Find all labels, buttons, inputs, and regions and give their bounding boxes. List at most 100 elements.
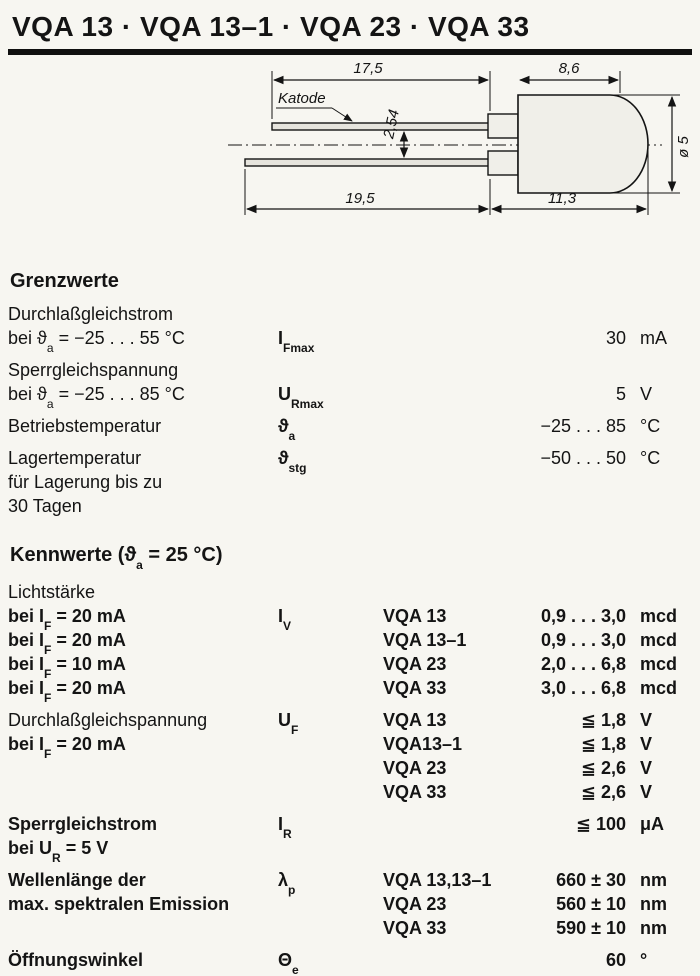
value: ≦ 1,8 [580,734,626,754]
unit-cell: mA [626,302,692,350]
dim-label-19-5: 19,5 [345,190,375,207]
cond-symbol: I [39,606,45,626]
symbol: ϑa [278,414,383,442]
model: VQA 13–1 [383,630,467,650]
section-heading-kennwerte: Kennwerte (ϑa = 25 °C) [0,542,700,571]
symbol-cell: UF [278,708,383,736]
value: 560 ± 10 [556,894,626,914]
unit-cell: nm nm nm [626,868,692,940]
page-title: VQA 13 · VQA 13–1 · VQA 23 · VQA 33 [12,11,530,42]
symbol-main: U [278,710,291,730]
unit: V [640,734,653,754]
value: −25 . . . 85 [540,416,626,436]
param-label: Öffnungswinkel [8,950,143,970]
value: −50 . . . 50 [540,448,626,468]
param-label: Sperrgleichspannung [8,360,179,380]
symbol-cell: λp [278,868,383,896]
param-condition: bei IF = 20 mA [8,676,278,704]
unit-cell: mcd mcd mcd mcd [626,580,692,700]
model: VQA 13 [383,606,447,626]
unit: V [640,710,653,730]
model: VQA 33 [383,782,447,802]
value-cell: 660 ± 30 560 ± 10 590 ± 10 [511,868,626,940]
cond-pre: bei [8,606,40,626]
symbol-subscript: F [291,722,299,737]
value: 590 ± 10 [556,918,626,938]
value: 660 ± 30 [556,870,626,890]
cond-post: = 20 mA [51,606,126,626]
model: VQA 33 [383,678,447,698]
model: VQA 23 [383,894,447,914]
section-heading-grenzwerte: Grenzwerte [10,270,119,292]
value: ≦ 2,6 [580,782,626,802]
unit: V [640,782,653,802]
symbol-subscript: stg [288,460,307,475]
value-cell: −50 . . . 50 [511,446,626,470]
model: VQA 33 [383,918,447,938]
unit: μA [640,814,665,834]
param-label: Lichtstärke [8,582,96,602]
katode-label: Katode [278,90,326,107]
symbol-main: λ [278,870,289,890]
unit: V [640,758,653,778]
symbol-subscript: e [292,962,299,976]
param-label: Betriebstemperatur [8,416,162,436]
cond-symbol: I [39,654,45,674]
limit-row-storage-temp: Lagertemperatur für Lagerung bis zu 30 T… [8,446,692,518]
lead-pedestal-top [487,113,519,139]
cond-subscript: F [44,690,52,705]
cond-symbol: U [39,838,53,858]
cond-post: = 5 V [60,838,109,858]
param-cell: Betriebstemperatur [8,414,278,438]
symbol-cell: ϑstg [278,446,383,474]
symbol-main: Θ [278,950,293,970]
heading-pre: Kennwerte [10,544,113,566]
unit-cell: V V V V [626,708,692,804]
unit: mA [640,328,667,348]
cond-post: = −25 . . . 55 °C [53,328,185,348]
cond-pre: bei [8,630,40,650]
symbol-cell: Θe [278,948,383,976]
cond-subscript: F [44,618,52,633]
unit: ° [640,950,648,970]
value: 30 [605,328,626,348]
param-cell: Öffnungswinkel [8,948,278,972]
dim-label-11-3: 11,3 [548,190,577,207]
cond-pre: bei [8,328,38,348]
char-row-reverse-current: Sperrgleichstrom bei UR = 5 V IR ≦ 100 μ… [8,812,692,864]
unit-cell: °C [626,414,692,438]
param-cell: Sperrgleichstrom bei UR = 5 V [8,812,278,864]
param-cell: Durchlaßgleichspannung bei IF = 20 mA [8,708,278,760]
value: 3,0 . . . 6,8 [540,678,626,698]
cond-subscript: F [44,642,52,657]
symbol-subscript: Fmax [283,340,315,355]
heading-post: = 25 °C) [142,544,223,566]
value: 60 [605,950,626,970]
value: ≦ 100 [575,814,626,834]
symbol-main: I [278,606,284,626]
char-row-viewing-angle: Öffnungswinkel Θe 60 ° [8,948,692,976]
cond-symbol: I [39,678,45,698]
symbol-main: I [278,328,284,348]
dim-label-diameter: ø 5 [675,136,692,158]
symbol: ϑstg [278,446,383,474]
model-cell: VQA 13 VQA 13–1 VQA 23 VQA 33 [383,580,511,700]
characteristics-table: Lichtstärke bei IF = 20 mA bei IF = 20 m… [0,580,700,976]
param-condition: bei ϑa = −25 . . . 85 °C [8,382,278,410]
symbol-cell: IFmax [278,302,383,354]
param-cell: Sperrgleichspannung bei ϑa = −25 . . . 8… [8,358,278,410]
value-cell: 60 [511,948,626,972]
cond-subscript: F [44,666,52,681]
symbol: IFmax [278,326,383,354]
unit: nm [640,894,667,914]
symbol-cell: IV [278,580,383,632]
value-cell: −25 . . . 85 [511,414,626,438]
unit: °C [640,416,661,436]
anode-lead [244,158,491,167]
symbol-main: U [278,384,291,404]
lead-pedestal-bottom [487,150,519,176]
param-condition: bei IF = 20 mA [8,604,278,632]
param-condition: bei IF = 20 mA [8,628,278,656]
symbol: λp [278,868,383,896]
